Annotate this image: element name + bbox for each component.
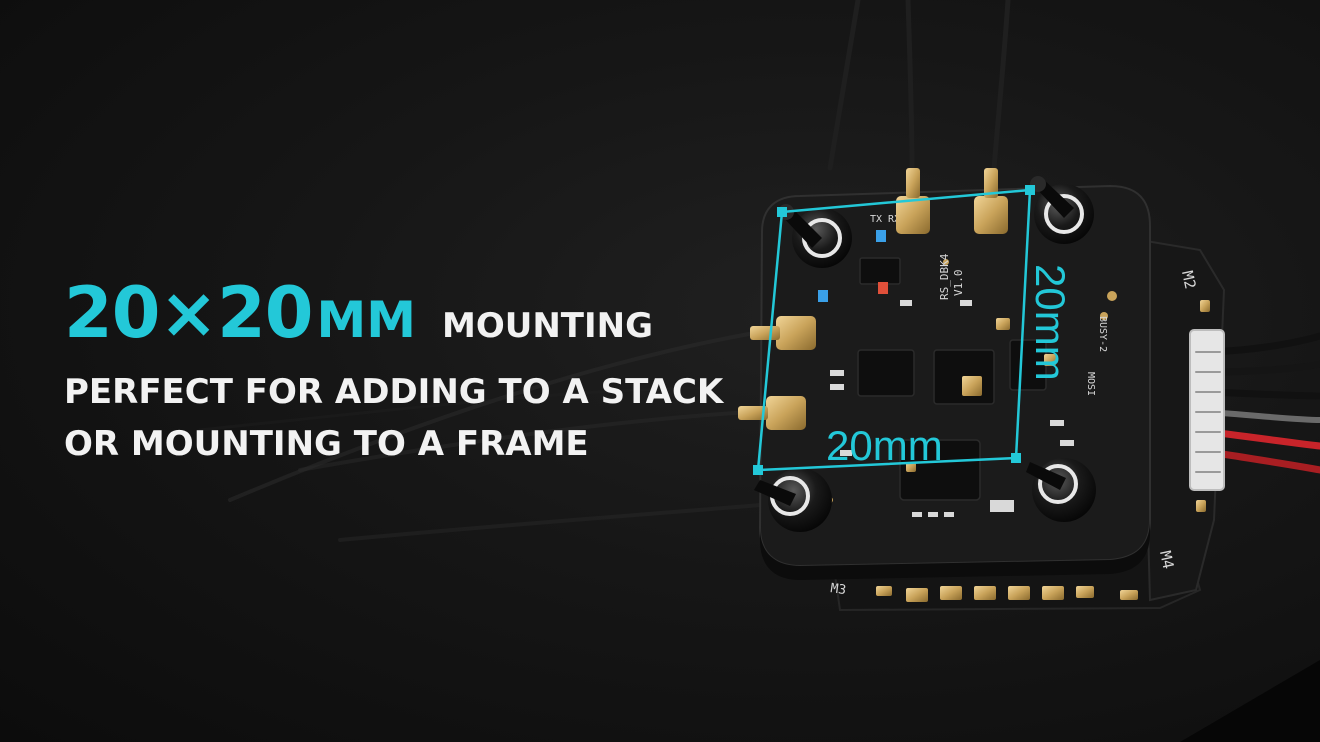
wire-harness — [1189, 329, 1320, 491]
subline-2: OR MOUNTING TO A FRAME — [64, 424, 589, 464]
height-dimension-label: 20mm — [1027, 264, 1074, 381]
ipex-connectors-top — [896, 168, 1008, 234]
mounting-standoffs — [754, 176, 1096, 532]
antenna-wires-left — [198, 330, 762, 542]
antenna-wires-top — [827, 0, 1011, 171]
m3-silk: M3 — [829, 581, 847, 598]
jst-connector — [1189, 329, 1225, 491]
m4-silk: M4 — [1156, 549, 1177, 570]
version-silk: V1.0 — [952, 270, 965, 297]
flight-controller-board: TX RX RS_DBK4 V1.0 BUSY-2 MOSI — [738, 168, 1151, 580]
width-dimension-label: 20mm — [826, 422, 943, 469]
mount-size: 20×20 — [64, 272, 313, 354]
mounting-dimension-overlay — [753, 185, 1035, 475]
mount-size-unit: MM — [316, 291, 416, 349]
mosi-silk: MOSI — [1085, 372, 1096, 396]
headline: 20×20 MM MOUNTING — [64, 272, 653, 354]
subline-1: PERFECT FOR ADDING TO A STACK — [64, 372, 724, 412]
busy-silk: BUSY-2 — [1097, 316, 1108, 352]
m2-silk: M2 — [1178, 269, 1199, 290]
ipex-connectors-left — [738, 316, 816, 430]
mount-label: MOUNTING — [442, 306, 654, 346]
model-silk: RS_DBK4 — [938, 253, 951, 300]
corner-shadow — [1180, 660, 1320, 742]
tx-rx-silk: TX RX — [870, 214, 900, 225]
